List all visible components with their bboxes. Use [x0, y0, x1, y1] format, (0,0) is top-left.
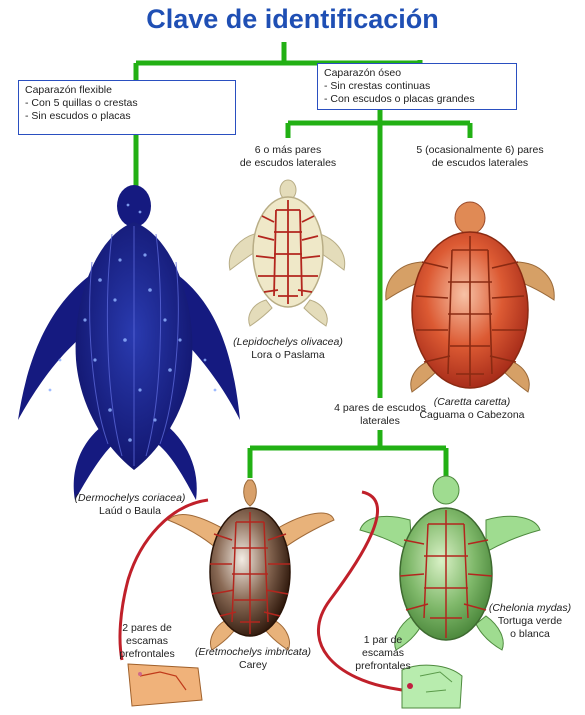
branch-6-line-1: 6 o más pares [222, 144, 354, 157]
chelonia-common-name-line-1: Tortuga verde [478, 615, 582, 628]
page-title: Clave de identificación [0, 4, 585, 35]
scales-2-line-2: escamas [110, 635, 184, 648]
eretmochelys-common-name: Carey [178, 659, 328, 672]
branch-5-pairs-label: 5 (ocasionalmente 6) pares de escudos la… [400, 144, 560, 170]
eretmochelys-scientific-name: (Eretmochelys imbricata) [178, 646, 328, 659]
chelonia-common-name-line-2: o blanca [478, 628, 582, 641]
box-flexible-carapace: Caparazón flexible - Con 5 quillas o cre… [18, 80, 236, 135]
caretta-label: (Caretta caretta) Caguama o Cabezona [402, 396, 542, 422]
scales-2-line-3: prefrontales [110, 648, 184, 661]
box-bony-line-1: - Sin crestas continuas [324, 80, 510, 93]
dermochelys-scientific-name: (Dermochelys coriacea) [40, 492, 220, 505]
scales-1-pair-label: 1 par de escamas prefrontales [346, 634, 420, 673]
scales-2-line-1: 2 pares de [110, 622, 184, 635]
scales-1-line-3: prefrontales [346, 660, 420, 673]
scales-1-line-1: 1 par de [346, 634, 420, 647]
box-bony-heading: Caparazón óseo [324, 67, 510, 80]
lepidochelys-scientific-name: (Lepidochelys olivacea) [218, 336, 358, 349]
caretta-common-name: Caguama o Cabezona [402, 409, 542, 422]
box-flexible-line-2: - Sin escudos o placas [25, 110, 229, 123]
loggerhead-turtle [386, 202, 554, 392]
box-bony-line-2: - Con escudos o placas grandes [324, 93, 510, 106]
scales-1-line-2: escamas [346, 647, 420, 660]
chelonia-scientific-name: (Chelonia mydas) [478, 602, 582, 615]
leatherback-turtle [18, 185, 240, 500]
branch-5-line-1: 5 (ocasionalmente 6) pares [400, 144, 560, 157]
branch-6-line-2: de escudos laterales [222, 157, 354, 170]
box-bony-carapace: Caparazón óseo - Sin crestas continuas -… [317, 63, 517, 110]
olive-ridley-turtle [229, 180, 344, 326]
caretta-scientific-name: (Caretta caretta) [402, 396, 542, 409]
dermochelys-label: (Dermochelys coriacea) Laúd o Baula [40, 492, 220, 518]
branch-5-line-2: de escudos laterales [400, 157, 560, 170]
dermochelys-common-name: Laúd o Baula [40, 505, 220, 518]
box-flexible-heading: Caparazón flexible [25, 84, 229, 97]
chelonia-label: (Chelonia mydas) Tortuga verde o blanca [478, 602, 582, 641]
lepidochelys-label: (Lepidochelys olivacea) Lora o Paslama [218, 336, 358, 362]
box-flexible-line-1: - Con 5 quillas o crestas [25, 97, 229, 110]
scales-2-pairs-label: 2 pares de escamas prefrontales [110, 622, 184, 661]
lepidochelys-common-name: Lora o Paslama [218, 349, 358, 362]
branch-6-pairs-label: 6 o más pares de escudos laterales [222, 144, 354, 170]
eretmochelys-label: (Eretmochelys imbricata) Carey [178, 646, 328, 672]
